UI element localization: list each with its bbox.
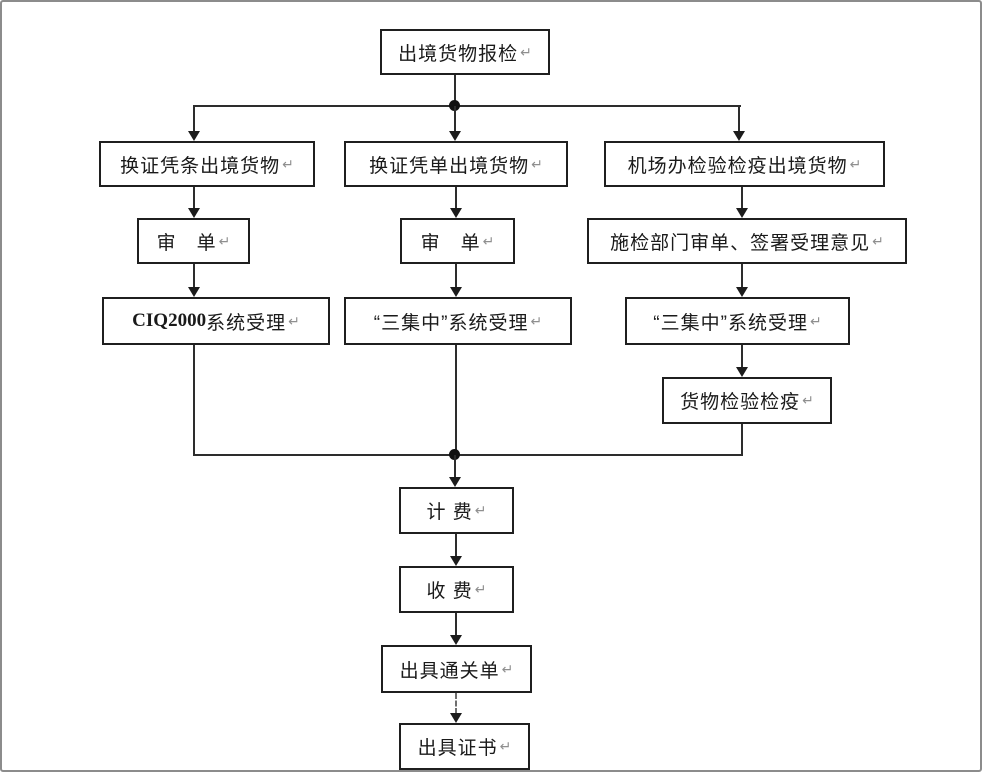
node-dept-review-sign-label: 施检部门审单、签署受理意见 [610,232,871,254]
connector-line [454,75,456,106]
connector-line [193,187,195,209]
node-billing: 计 费↵ [399,487,514,534]
arrow-down-icon [736,287,748,297]
arrow-down-icon [188,131,200,141]
node-sanjizhong-system-mid: “三集中”系统受理↵ [344,297,572,345]
node-issue-certificate-label: 出具证书 [417,738,498,759]
connector-line [193,345,195,456]
paragraph-mark-icon: ↵ [809,312,822,329]
dashed-connector-line [455,693,457,714]
node-doc-review-left-label: 审 单 [156,232,217,254]
node-issue-clearance-form: 出具通关单↵ [381,645,532,693]
arrow-down-icon [736,367,748,377]
node-sanjizhong-system-right: “三集中”系统受理↵ [625,297,850,345]
connector-line [454,106,456,132]
arrow-down-icon [188,287,200,297]
node-doc-review-left: 审 单↵ [137,218,250,264]
node-airport-inspection-goods-label: 机场办检验检疫出境货物 [627,155,848,177]
junction-dot [449,449,460,460]
node-sanjizhong-mid-label: “三集中”系统受理 [373,312,529,334]
connector-line [738,106,740,132]
node-airport-inspection-goods: 机场办检验检疫出境货物↵ [604,141,885,187]
paragraph-mark-icon: ↵ [849,155,862,172]
paragraph-mark-icon: ↵ [520,43,532,60]
paragraph-mark-icon: ↵ [474,581,487,597]
node-dept-review-sign: 施检部门审单、签署受理意见↵ [587,218,907,264]
paragraph-mark-icon: ↵ [530,312,543,329]
connector-line [454,455,456,478]
node-voucher-strip-goods-label: 换证凭条出境货物 [120,155,281,177]
node-exit-goods-declaration: 出境货物报检↵ [380,29,550,75]
node-voucher-slip-goods-label: 换证凭单出境货物 [369,155,530,177]
paragraph-mark-icon: ↵ [872,232,884,249]
connector-line [455,345,457,455]
node-exit-goods-declaration-label: 出境货物报检 [398,43,519,65]
node-cargo-inspection-label: 货物检验检疫 [680,392,801,413]
node-ciq2000-cn-label: 系统受理 [206,312,287,334]
paragraph-mark-icon: ↵ [482,232,495,249]
arrow-down-icon [188,208,200,218]
connector-line [741,424,743,455]
arrow-down-icon [450,287,462,297]
connector-line [193,454,743,456]
arrow-down-icon [733,131,745,141]
paragraph-mark-icon: ↵ [531,155,543,172]
node-voucher-slip-goods: 换证凭单出境货物↵ [344,141,568,187]
connector-line [741,187,743,209]
junction-dot [449,100,460,111]
paragraph-mark-icon: ↵ [474,502,487,518]
connector-line [193,264,195,288]
arrow-down-icon [450,635,462,645]
connector-line [455,534,457,557]
connector-line [193,105,741,107]
connector-line [741,345,743,368]
node-issue-certificate: 出具证书↵ [399,723,530,770]
paragraph-mark-icon: ↵ [288,312,300,329]
node-doc-review-mid: 审 单↵ [400,218,515,264]
arrow-down-icon [450,208,462,218]
arrow-down-icon [450,713,462,723]
connector-line [455,187,457,209]
arrow-down-icon [736,208,748,218]
arrow-down-icon [449,477,461,487]
node-fee-collection-label: 收 费 [426,581,473,602]
node-ciq2000-latin-label: CIQ2000 [132,310,207,331]
connector-line [455,264,457,288]
node-ciq2000-system: CIQ2000 系统受理↵ [102,297,330,345]
connector-line [193,106,195,132]
node-fee-collection: 收 费↵ [399,566,514,613]
node-doc-review-mid-label: 审 单 [420,232,481,254]
arrow-down-icon [450,556,462,566]
connector-line [741,264,743,288]
node-issue-clearance-form-label: 出具通关单 [399,660,500,682]
paragraph-mark-icon: ↵ [499,738,512,754]
node-voucher-strip-goods: 换证凭条出境货物↵ [99,141,315,187]
paragraph-mark-icon: ↵ [218,232,231,249]
arrow-down-icon [449,131,461,141]
node-billing-label: 计 费 [426,502,473,523]
node-sanjizhong-right-label: “三集中”系统受理 [653,312,808,334]
node-cargo-inspection: 货物检验检疫↵ [662,377,832,424]
paragraph-mark-icon: ↵ [282,155,294,172]
paragraph-mark-icon: ↵ [802,392,814,408]
connector-line [455,613,457,636]
paragraph-mark-icon: ↵ [501,660,514,677]
